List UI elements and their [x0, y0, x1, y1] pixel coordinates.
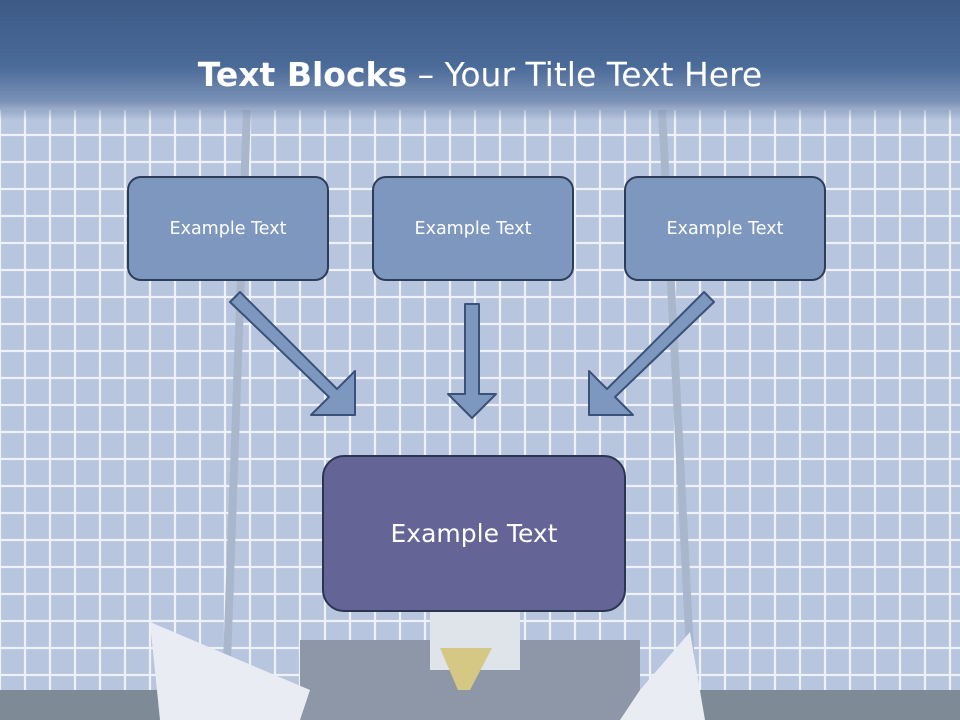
text-block-2-label: Example Text [414, 218, 532, 239]
slide-title: Text Blocks – Your Title Text Here [0, 52, 960, 98]
title-bar [0, 0, 960, 120]
center-text-block[interactable]: Example Text [322, 455, 626, 612]
text-block-3[interactable]: Example Text [624, 176, 826, 281]
center-text-block-label: Example Text [390, 519, 558, 548]
text-block-2[interactable]: Example Text [372, 176, 574, 281]
arrow-right-icon [588, 291, 715, 416]
arrow-center-icon [447, 303, 497, 419]
text-block-1[interactable]: Example Text [127, 176, 329, 281]
slide-title-rest: – Your Title Text Here [407, 55, 763, 94]
slide-title-bold: Text Blocks [197, 55, 408, 94]
text-block-1-label: Example Text [169, 218, 287, 239]
arrow-left-icon [229, 291, 356, 416]
text-block-3-label: Example Text [666, 218, 784, 239]
